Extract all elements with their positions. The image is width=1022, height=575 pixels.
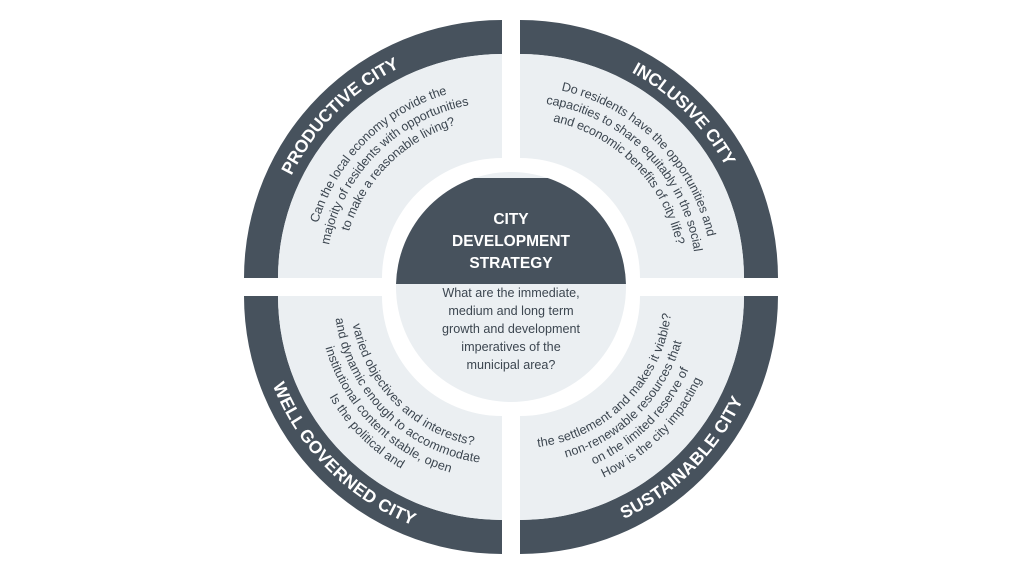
quadrant-well-governed-outer-ring bbox=[244, 296, 502, 554]
center-circle: CITY DEVELOPMENT STRATEGY What are the i… bbox=[393, 169, 629, 405]
center-title-line-3: STRATEGY bbox=[469, 255, 553, 272]
quadrant-productive-inner-band bbox=[278, 54, 502, 278]
quadrant-inclusive-inner-band bbox=[520, 54, 744, 278]
quadrant-well-governed-inner-band bbox=[278, 296, 502, 520]
center-question-line-5: municipal area? bbox=[467, 358, 556, 372]
center-question-line-2: medium and long term bbox=[448, 304, 573, 318]
quadrant-inclusive-outer-ring bbox=[520, 20, 778, 278]
center-title-line-1: CITY bbox=[493, 211, 529, 228]
center-question-line-1: What are the immediate, bbox=[442, 286, 579, 300]
quadrant-sustainable-inner-band bbox=[520, 296, 744, 520]
center-question-line-3: growth and development bbox=[442, 322, 580, 336]
center-title-cap bbox=[396, 178, 626, 284]
quadrant-productive-outer-ring bbox=[244, 20, 502, 278]
center-title-line-2: DEVELOPMENT bbox=[452, 233, 571, 250]
center-question-line-4: imperatives of the bbox=[461, 340, 560, 354]
quadrant-sustainable-outer-ring bbox=[520, 296, 778, 554]
